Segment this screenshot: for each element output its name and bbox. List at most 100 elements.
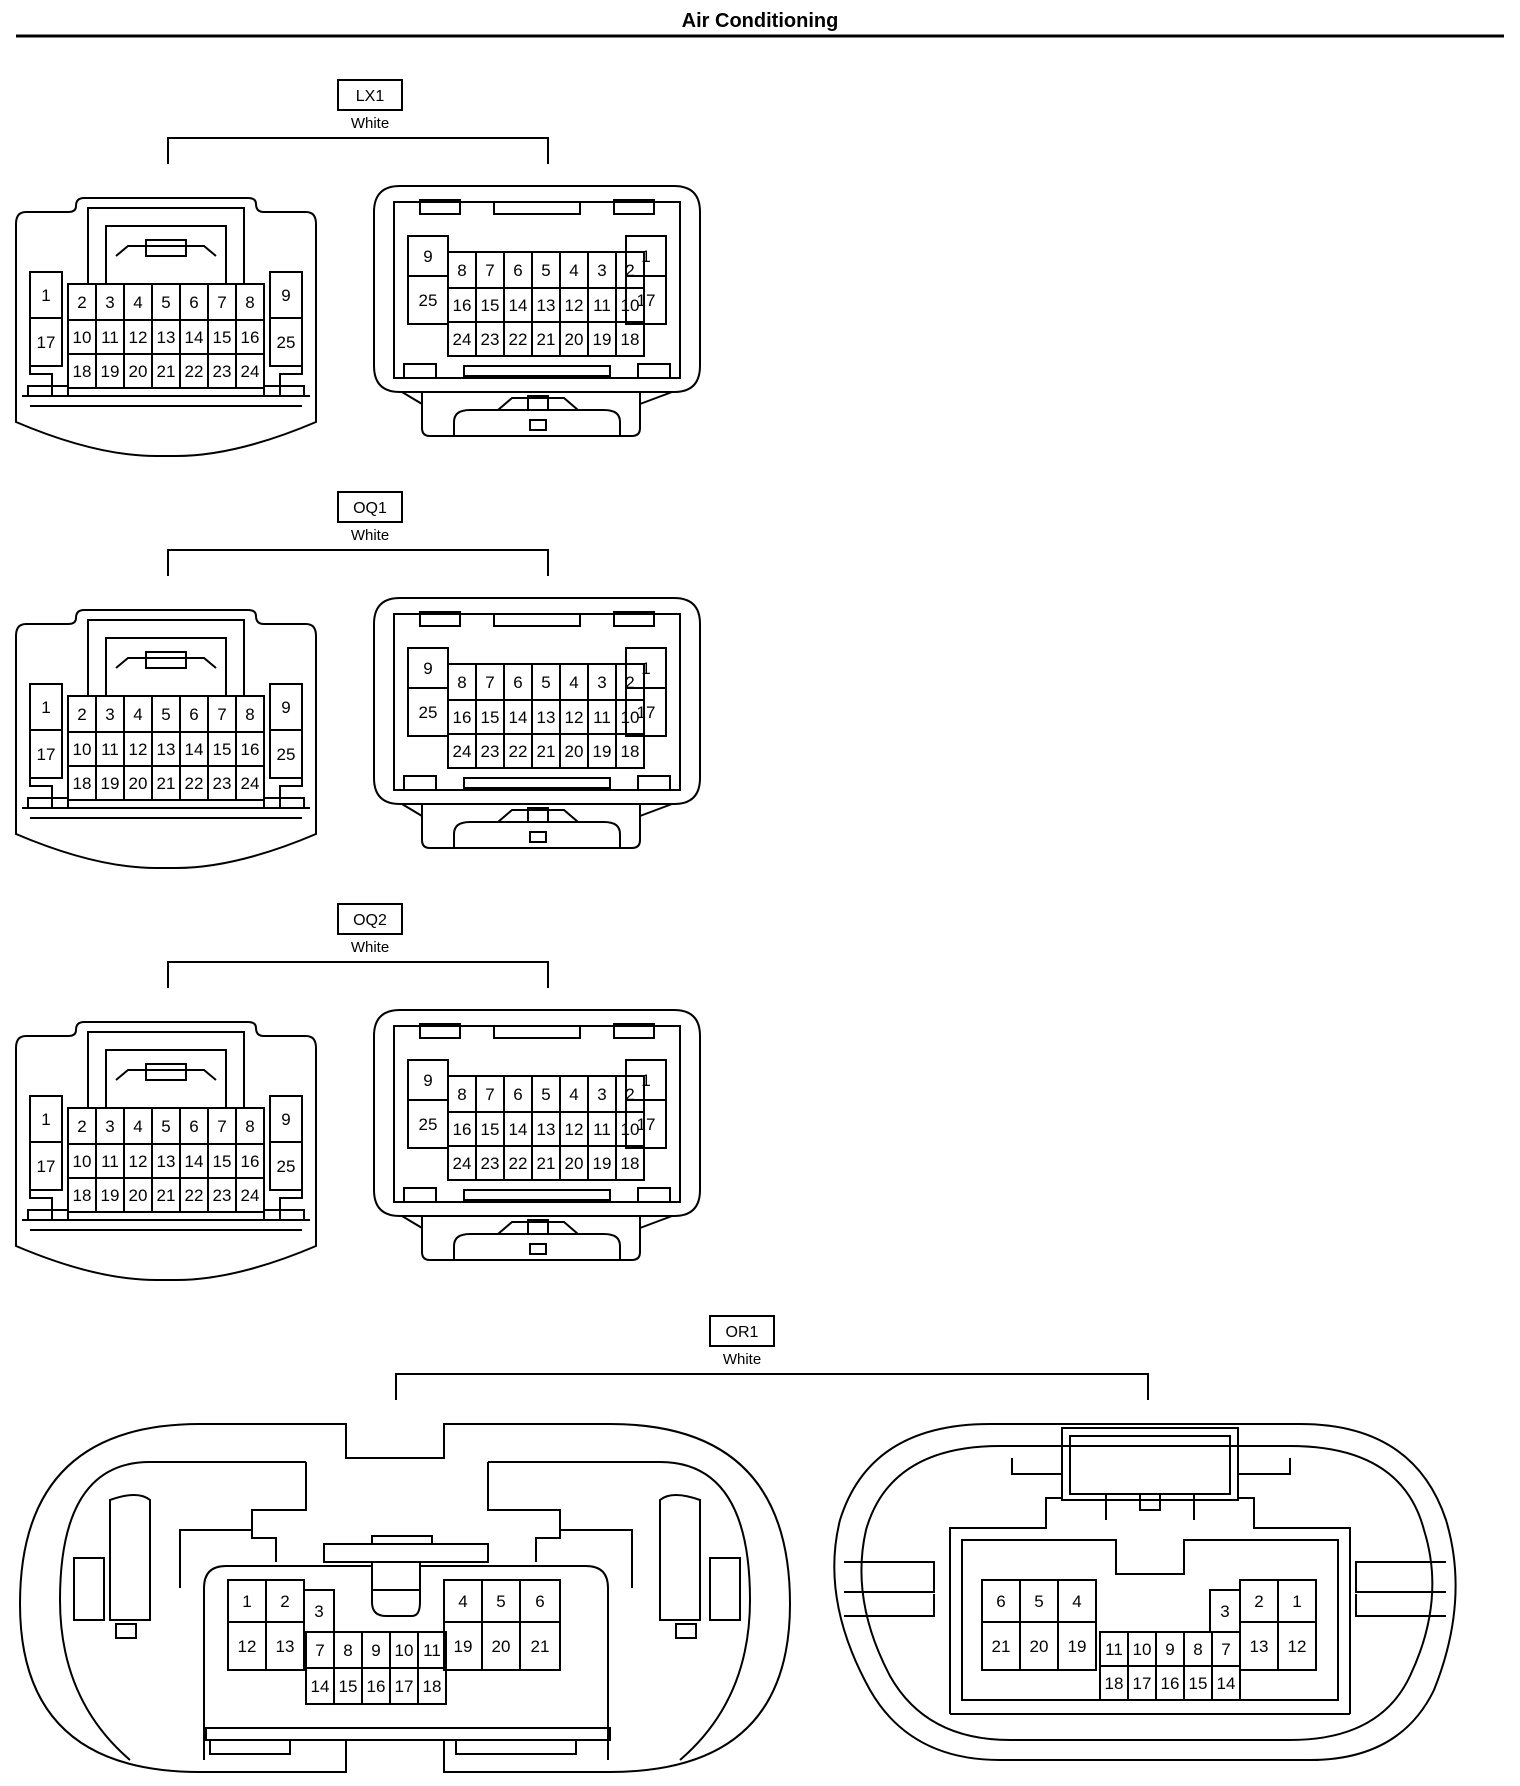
pin-number: 11 (593, 296, 611, 315)
bottom-rail (463, 777, 611, 789)
center-latch-tongue (371, 1562, 421, 1617)
top-notch-left (419, 611, 461, 627)
pin-number: 5 (496, 1592, 505, 1611)
pin-number: 14 (509, 1120, 528, 1139)
pin-number: 17 (37, 745, 56, 764)
pin-number: 8 (245, 293, 254, 312)
pin-number: 4 (133, 705, 142, 724)
lock-lever-ramp (497, 809, 579, 823)
connector-housing (15, 197, 317, 457)
page-title: Air Conditioning (682, 10, 839, 32)
pin-number: 16 (367, 1677, 386, 1696)
pin-number: 23 (481, 330, 500, 349)
pin-number: 3 (314, 1602, 323, 1621)
pin-number: 3 (105, 293, 114, 312)
pin-number: 15 (339, 1677, 358, 1696)
pin-number: 5 (541, 673, 550, 692)
pin-number: 3 (597, 1085, 606, 1104)
pin-number: 4 (569, 1085, 578, 1104)
top-notch-left (419, 199, 461, 215)
pin-number: 1 (1292, 1592, 1301, 1611)
lock-base (421, 804, 641, 849)
pin-number: 11 (593, 1120, 611, 1139)
pin-cell (269, 729, 303, 779)
pin-number: 25 (419, 703, 438, 722)
pin-number: 21 (531, 1637, 550, 1656)
connector-code-box (709, 1315, 775, 1347)
lock-base-edge-right (639, 803, 673, 817)
pin-number: 15 (1189, 1674, 1208, 1693)
top-step-right (1238, 1458, 1291, 1475)
pin-number: 24 (241, 774, 260, 793)
pin-number: 18 (1105, 1674, 1124, 1693)
pin-number: 21 (537, 330, 556, 349)
pin-number: 12 (238, 1637, 257, 1656)
lock-base-edge-right (639, 1215, 673, 1229)
pin-number: 2 (1254, 1592, 1263, 1611)
pin-number: 9 (281, 1110, 290, 1129)
connector-color: White (723, 1351, 761, 1368)
pin-cell (235, 353, 265, 389)
pin-number: 14 (509, 708, 528, 727)
pin-number: 22 (509, 742, 528, 761)
frame-sides (949, 1606, 1351, 1714)
pin-number: 21 (157, 1186, 176, 1205)
pin-number: 19 (593, 742, 612, 761)
pin-number: 24 (453, 330, 472, 349)
pin-cell (235, 1177, 265, 1213)
pin-number: 8 (457, 261, 466, 280)
lock-base-edge-left (401, 803, 423, 817)
pin-number: 25 (277, 333, 296, 352)
top-key (493, 1026, 581, 1039)
bottom-notch-right (637, 1187, 671, 1203)
pin-cell (1057, 1621, 1097, 1671)
connector-25pin-front: 1179252101831119412205132161422715238162… (15, 609, 317, 869)
pin-number: 25 (277, 745, 296, 764)
pin-number: 13 (537, 708, 556, 727)
pin-number: 6 (535, 1592, 544, 1611)
pin-number: 16 (453, 1120, 472, 1139)
pin-number: 6 (513, 1085, 522, 1104)
pin-number: 10 (73, 1152, 92, 1171)
lock-foot-left (27, 385, 69, 397)
pin-number: 13 (1250, 1637, 1269, 1656)
side-tab-right (709, 1557, 741, 1621)
connector-bracket (167, 961, 549, 988)
pin-number: 22 (185, 1186, 204, 1205)
lock-foot-right (263, 797, 305, 809)
pin-number: 24 (453, 1154, 472, 1173)
pin-number: 3 (597, 673, 606, 692)
lock-lever (453, 1233, 621, 1260)
pin-number: 11 (101, 1152, 119, 1171)
pin-number: 2 (625, 261, 634, 280)
pin-number: 25 (277, 1157, 296, 1176)
latch-ramp (115, 1069, 217, 1081)
pin-number: 1 (41, 698, 50, 717)
pin-number: 8 (457, 1085, 466, 1104)
pin-number: 14 (311, 1677, 330, 1696)
side-rail-left (844, 1561, 935, 1593)
pin-number: 2 (77, 705, 86, 724)
pin-number: 23 (213, 774, 232, 793)
pin-number: 18 (423, 1677, 442, 1696)
pin-number: 19 (1068, 1637, 1087, 1656)
top-key (493, 202, 581, 215)
pin-number: 21 (157, 774, 176, 793)
inner-arc-right (488, 1461, 752, 1761)
pin-number: 1 (242, 1592, 251, 1611)
pin-number: 13 (537, 296, 556, 315)
connector-housing (373, 1009, 701, 1217)
pin-number: 15 (481, 1120, 500, 1139)
pin-number: 5 (541, 261, 550, 280)
pin-number: 5 (161, 1117, 170, 1136)
pin-number: 1 (641, 247, 650, 266)
connector-code: LX1 (356, 88, 385, 105)
pin-number: 15 (481, 296, 500, 315)
connector-bracket (395, 1373, 1149, 1400)
frame-right (1238, 1497, 1351, 1606)
lock-base (421, 1216, 641, 1261)
frame-step-left (179, 1462, 307, 1588)
pin-cell (1211, 1665, 1241, 1701)
